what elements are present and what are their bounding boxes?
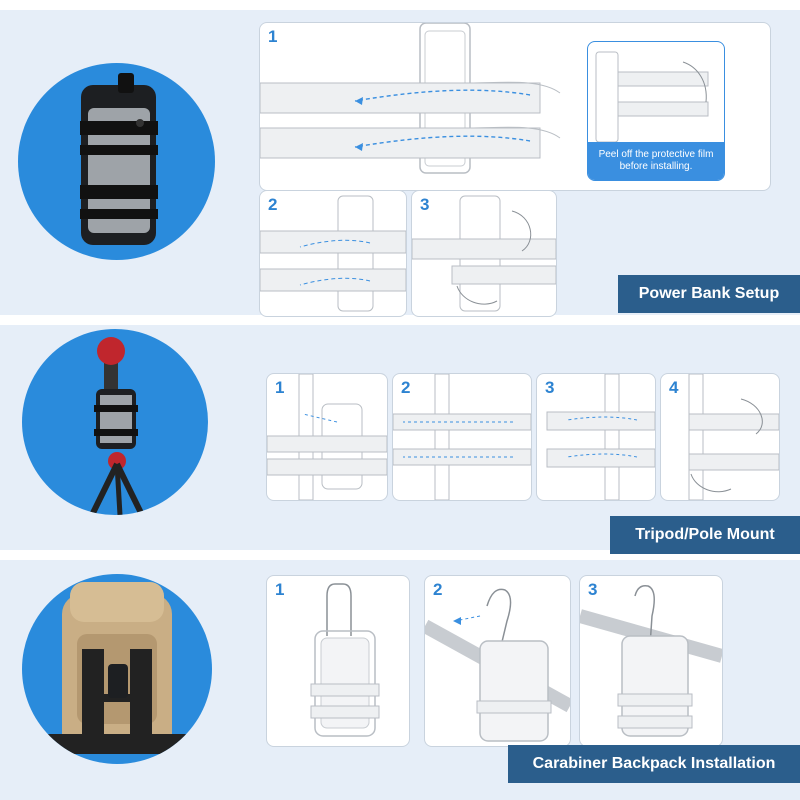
step-number: 2 (401, 378, 411, 397)
tripod-title-bar: Tripod/Pole Mount (610, 516, 800, 554)
peel-film-illustration (595, 51, 709, 142)
pole-strap-tighten-illustration (688, 374, 779, 500)
power-bank-step-2-panel: 2 (259, 190, 407, 317)
step-number: 2 (268, 195, 278, 214)
strap-loop-illustration (260, 195, 406, 312)
section-carabiner-backpack: 1 2 3 (0, 560, 800, 800)
step-number: 2 (433, 580, 443, 599)
power-bank-photo (18, 63, 215, 260)
carabiner-attached-illustration (580, 584, 722, 737)
section-title: Tripod/Pole Mount (635, 526, 775, 543)
power-bank-title-bar: Power Bank Setup (618, 275, 800, 313)
backpack-photo (22, 574, 212, 764)
step-number: 3 (588, 580, 598, 599)
strap-tighten-illustration (412, 195, 556, 312)
backpack-step-2-panel: 2 (424, 575, 571, 747)
backpack-title-bar: Carabiner Backpack Installation (508, 745, 800, 783)
tripod-step-2-panel: 2 (392, 373, 532, 501)
carabiner-clip-illustration (425, 588, 570, 742)
protective-film-inset: Peel off the protective film before inst… (587, 41, 725, 181)
section-title: Carabiner Backpack Installation (532, 755, 776, 772)
step-number: 1 (275, 378, 285, 397)
carabiner-holder-illustration (310, 583, 380, 737)
section-power-bank: 1 Peel off the prot (0, 10, 800, 317)
strap-threading-illustration (260, 23, 561, 174)
tripod-photo (22, 329, 208, 515)
step-number: 3 (420, 195, 430, 214)
pole-strap-loop-illustration (546, 374, 655, 500)
step-number: 1 (268, 27, 278, 46)
power-bank-step-1-panel: 1 Peel off the prot (259, 22, 771, 191)
peel-film-caption: Peel off the protective film before inst… (588, 142, 724, 180)
tripod-step-3-panel: 3 (536, 373, 656, 501)
section-title: Power Bank Setup (638, 285, 780, 302)
step-number: 3 (545, 378, 555, 397)
step-number: 4 (669, 378, 679, 397)
tripod-step-4-panel: 4 (660, 373, 780, 501)
section-tripod-mount: 1 2 3 (0, 325, 800, 554)
backpack-step-1-panel: 1 (266, 575, 410, 747)
pole-strap-thread-illustration (393, 374, 531, 500)
backpack-step-3-panel: 3 (579, 575, 723, 747)
tripod-step-1-panel: 1 (266, 373, 388, 501)
pole-attach-illustration (267, 374, 387, 500)
step-number: 1 (275, 580, 285, 599)
power-bank-step-3-panel: 3 (411, 190, 557, 317)
